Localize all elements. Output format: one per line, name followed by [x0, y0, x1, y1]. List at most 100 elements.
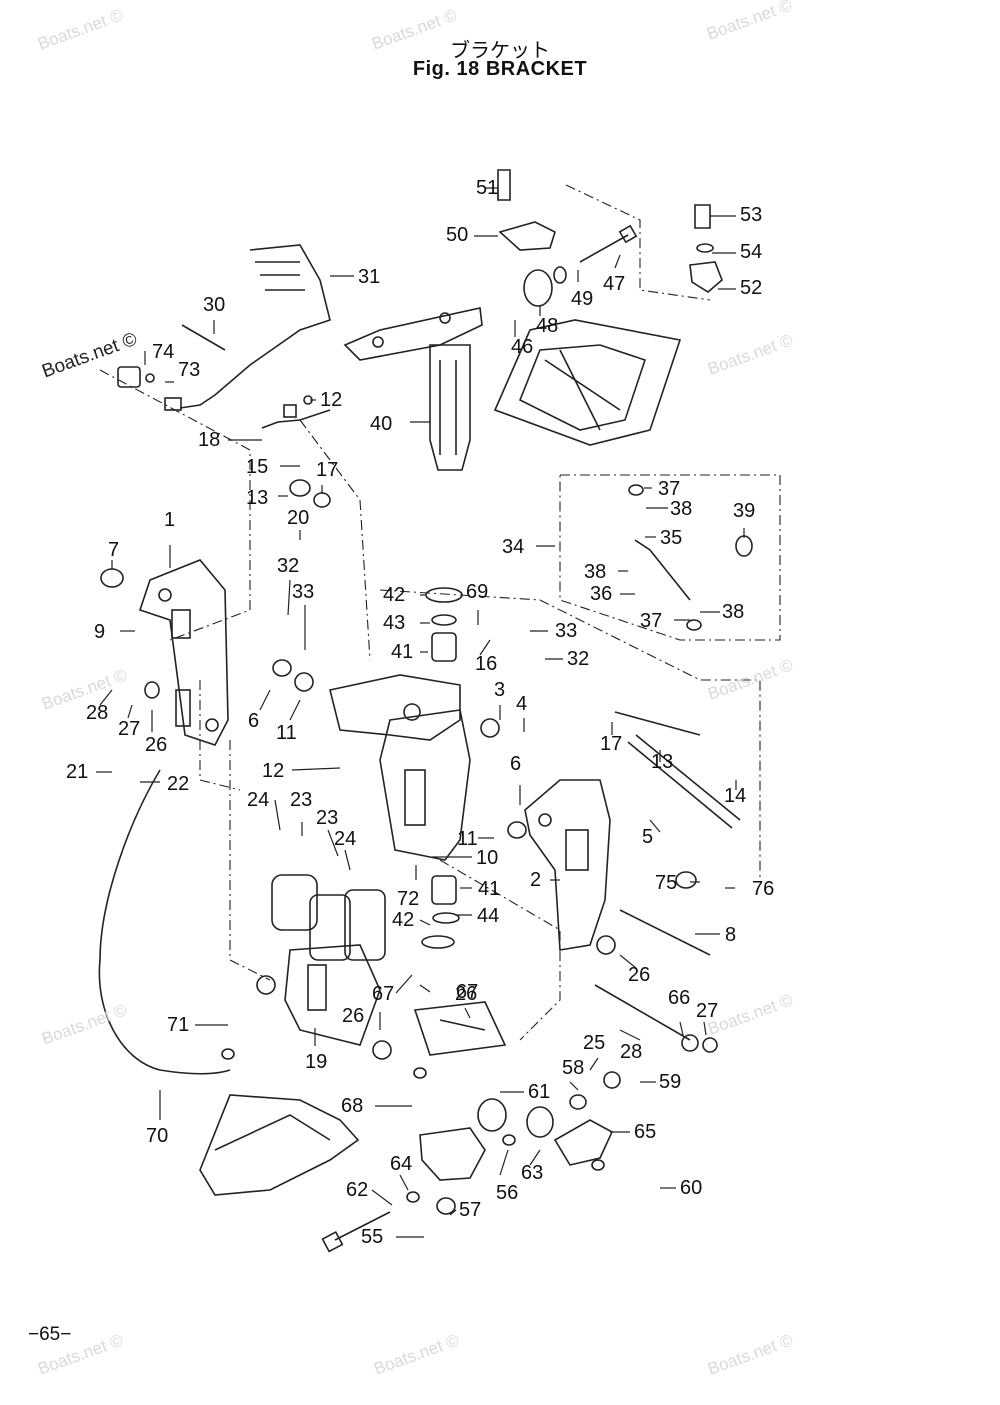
- bolt-53-part: [689, 204, 723, 293]
- callout-label: 33: [292, 581, 314, 603]
- callout-label: 48: [536, 315, 558, 337]
- callout-label: 26: [342, 1005, 364, 1027]
- leader-line: [99, 689, 113, 706]
- callout-label: 7: [108, 539, 119, 561]
- leader-line: [679, 1021, 684, 1036]
- steering-arm-part: [343, 307, 483, 361]
- leader-line: [287, 579, 291, 616]
- callout-label: 51: [476, 177, 498, 199]
- leader-line: [649, 819, 661, 833]
- callout-label: 26: [145, 734, 167, 756]
- leader-line: [289, 699, 301, 721]
- parts-drawing: [98, 169, 753, 1253]
- leader-line: [449, 1209, 457, 1216]
- leader-line: [614, 254, 621, 269]
- callout-label: 36: [590, 583, 612, 605]
- swivel-bracket-part: [329, 674, 471, 861]
- callout-label: 55: [361, 1226, 383, 1248]
- figure-title-japanese: ブラケット: [450, 38, 550, 62]
- callout-label: 69: [466, 581, 488, 603]
- callout-label: 50: [446, 224, 468, 246]
- small-fittings-part: [144, 479, 718, 1215]
- callout-label: 22: [167, 773, 189, 795]
- leader-line: [529, 1149, 541, 1166]
- callout-label: 12: [262, 760, 284, 782]
- callout-label: 18: [198, 429, 220, 451]
- stern-bracket-right-part: [524, 779, 611, 951]
- bushings-part: [421, 587, 463, 949]
- leader-line: [399, 1174, 409, 1191]
- callout-label: 6: [510, 753, 521, 775]
- callout-label: 31: [358, 266, 380, 288]
- page-number: −65−: [28, 1324, 72, 1345]
- callout-label: 38: [584, 561, 606, 583]
- callout-label: 74: [152, 341, 174, 363]
- callout-label: 38: [670, 498, 692, 520]
- trim-harness-part: [179, 244, 331, 409]
- leader-line: [419, 919, 431, 926]
- bolt-57-part: [321, 1211, 391, 1253]
- callout-label: 17: [600, 733, 622, 755]
- callout-label: 25: [583, 1032, 605, 1054]
- trim-plate-66-part: [413, 1001, 507, 1056]
- callout-label: 14: [724, 785, 746, 807]
- callout-label: 12: [320, 389, 342, 411]
- leader-line: [259, 689, 271, 711]
- callout-label: 6: [248, 710, 259, 732]
- callout-label: 9: [94, 621, 105, 643]
- callout-label: 59: [659, 1071, 681, 1093]
- callout-label: 1: [164, 509, 175, 531]
- callout-label: 3: [494, 679, 505, 701]
- callout-label: 23: [316, 807, 338, 829]
- callout-label: 24: [247, 789, 269, 811]
- callout-label: 67: [456, 981, 478, 1003]
- callout-label: 27: [696, 1000, 718, 1022]
- callout-label: 75: [655, 872, 677, 894]
- ground-cable-part: [98, 769, 231, 1075]
- callout-label: 8: [725, 924, 736, 946]
- callout-label: 64: [390, 1153, 412, 1175]
- callout-label: 66: [668, 987, 690, 1009]
- callout-label: 49: [571, 288, 593, 310]
- oil-line-part: [628, 484, 753, 631]
- leader-line: [479, 639, 491, 656]
- callout-label: 19: [305, 1051, 327, 1073]
- lower-mount-part: [419, 1098, 614, 1181]
- trim-cylinder-part: [271, 874, 386, 1046]
- callout-label: 42: [383, 584, 405, 606]
- callout-label: 43: [383, 612, 405, 634]
- callout-label: 27: [118, 718, 140, 740]
- callout-label: 26: [455, 983, 477, 1005]
- leader-line: [395, 974, 413, 994]
- clip-18-part: [261, 395, 331, 429]
- leader-line: [419, 984, 431, 993]
- upper-mount-plate-part: [493, 319, 682, 446]
- callout-label: 10: [476, 847, 498, 869]
- leader-line: [327, 829, 339, 857]
- callout-label: 60: [680, 1177, 702, 1199]
- leader-line: [499, 1149, 509, 1176]
- leader-line: [274, 799, 281, 831]
- callout-label: 41: [478, 878, 500, 900]
- callout-label: 34: [502, 536, 524, 558]
- stern-bracket-left-part: [100, 559, 229, 746]
- callout-label: 39: [733, 500, 755, 522]
- callout-label: 35: [660, 527, 682, 549]
- leader-line: [344, 849, 351, 871]
- leader-line: [569, 1081, 579, 1091]
- leader-line: [619, 1029, 641, 1041]
- callout-label: 61: [528, 1081, 550, 1103]
- callout-label: 20: [287, 507, 309, 529]
- callout-label: 56: [496, 1182, 518, 1204]
- callout-label: 28: [86, 702, 108, 724]
- callout-label: 28: [620, 1041, 642, 1063]
- callout-label: 58: [562, 1057, 584, 1079]
- callout-label: 4: [516, 693, 527, 715]
- callout-label: 47: [603, 273, 625, 295]
- callout-label: 70: [146, 1125, 168, 1147]
- callout-label: 5: [642, 826, 653, 848]
- callout-label: 71: [167, 1014, 189, 1036]
